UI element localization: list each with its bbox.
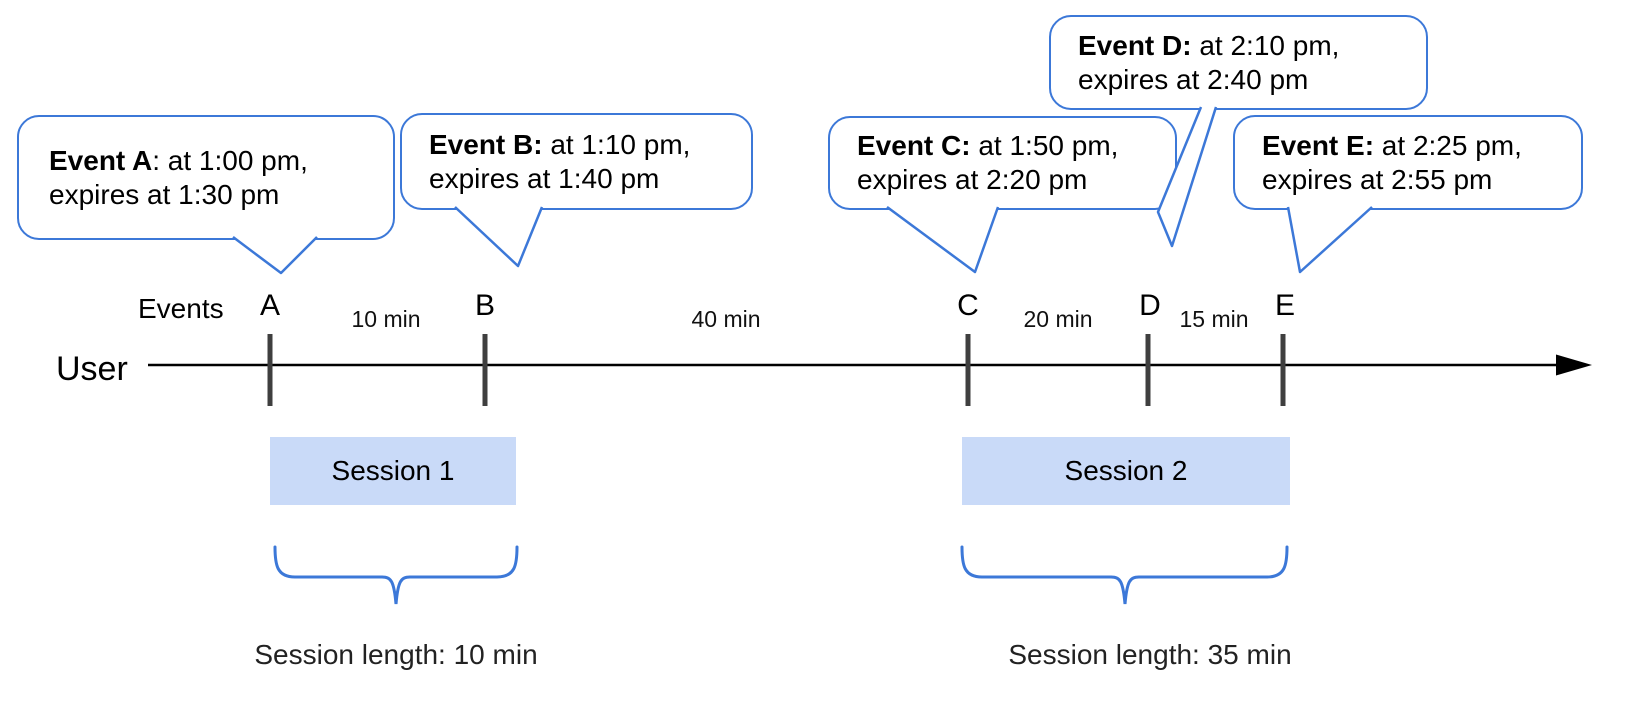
user-row-label: User: [56, 350, 128, 388]
session-1-bar: Session 1: [270, 437, 516, 505]
event-marker-e: E: [1274, 289, 1295, 322]
callout-event-b: Event B: at 1:10 pm, expires at 1:40 pm: [400, 113, 753, 210]
session-2-length-label: Session length: 35 min: [1008, 639, 1292, 670]
event-c-title: Event C:: [857, 130, 971, 161]
callout-line2: expires at 2:55 pm: [1262, 163, 1493, 195]
callout-a-tail-icon: [232, 236, 318, 275]
session-1-label: Session 1: [331, 455, 455, 486]
callout-event-a: Event A: at 1:00 pm, expires at 1:30 pm: [17, 115, 395, 240]
event-marker-c: C: [957, 289, 979, 322]
interval-d-e-label: 15 min: [1179, 306, 1249, 332]
session-2-brace: [960, 545, 1289, 605]
interval-a-b-label: 10 min: [351, 306, 421, 332]
callout-line2: expires at 2:20 pm: [857, 164, 1088, 195]
session-1-length-label: Session length: 10 min: [254, 639, 538, 670]
events-row-label: Events: [138, 293, 224, 324]
callout-b-tail-icon: [454, 206, 544, 268]
callout-line2: expires at 1:30 pm: [49, 178, 280, 210]
event-b-time: at 1:10 pm,: [542, 128, 691, 160]
event-d-time: at 2:10 pm,: [1191, 29, 1340, 61]
callout-c-tail-icon: [886, 205, 1000, 274]
callout-line2: expires at 1:40 pm: [429, 162, 660, 194]
event-d-title: Event D:: [1078, 29, 1192, 61]
callout-line1: Event D: at 2:10 pm,: [1078, 29, 1426, 63]
callout-event-d: Event D: at 2:10 pm, expires at 2:40 pm: [1049, 15, 1428, 110]
event-marker-d: D: [1139, 289, 1161, 322]
interval-b-c-label: 40 min: [691, 306, 761, 332]
callout-d-tail-icon: [1156, 106, 1218, 248]
event-a-title: Event A: [49, 144, 153, 176]
event-a-time: : at 1:00 pm,: [152, 144, 308, 176]
callout-line2: expires at 2:40 pm: [1078, 63, 1309, 95]
callout-event-c: Event C: at 1:50 pm, expires at 2:20 pm: [828, 116, 1177, 210]
timeline-arrowhead-icon: [1556, 354, 1592, 376]
event-c-time: at 1:50 pm,: [970, 130, 1119, 161]
session-1-brace: [273, 545, 519, 605]
callout-event-e: Event E: at 2:25 pm, expires at 2:55 pm: [1233, 115, 1583, 210]
session-2-bar: Session 2: [962, 437, 1290, 505]
event-e-time: at 2:25 pm,: [1374, 129, 1522, 161]
event-marker-b: B: [474, 289, 495, 322]
interval-c-d-label: 20 min: [1023, 306, 1093, 332]
event-marker-a: A: [259, 289, 280, 322]
callout-line1: Event A: at 1:00 pm,: [49, 144, 393, 178]
callout-line1: Event B: at 1:10 pm,: [429, 128, 751, 162]
session-2-label: Session 2: [1064, 455, 1188, 486]
callout-line1: Event E: at 2:25 pm,: [1262, 129, 1581, 163]
callout-e-tail-icon: [1286, 206, 1373, 274]
event-b-title: Event B:: [429, 128, 543, 160]
event-e-title: Event E:: [1262, 129, 1375, 161]
callout-line1: Event C: at 1:50 pm,: [857, 129, 1175, 163]
